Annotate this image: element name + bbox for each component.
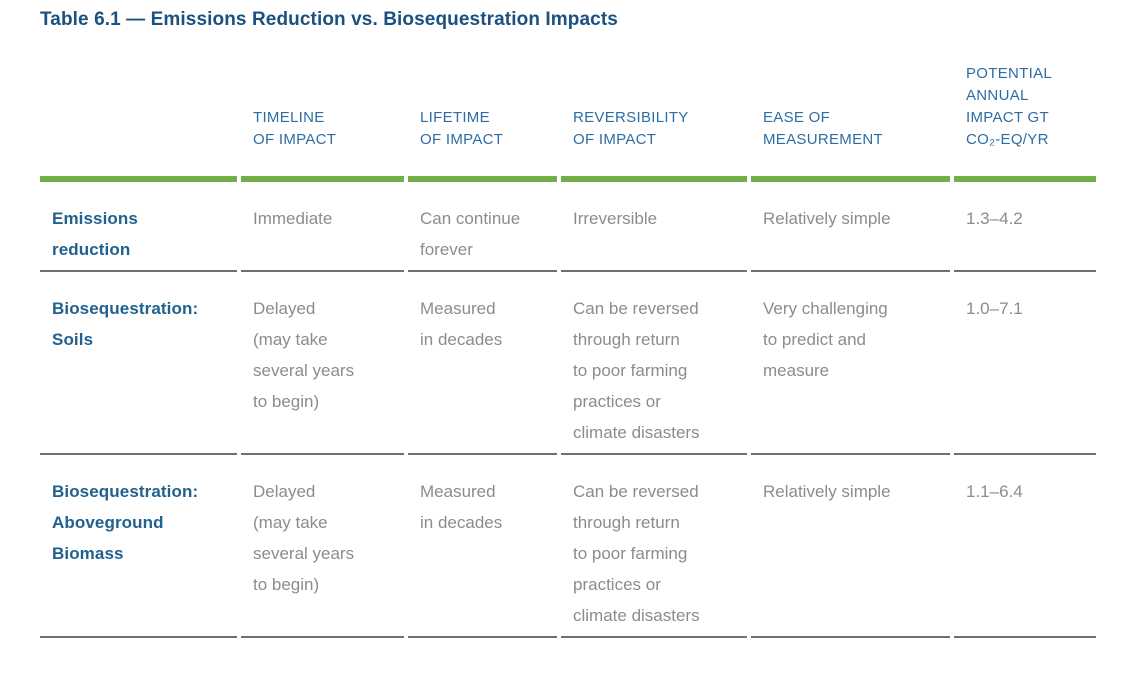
- table-cell-lifetime: Measured in decades: [408, 272, 557, 455]
- table-cell-reversibility: Can be reversed through return to poor f…: [561, 455, 747, 638]
- impacts-table: TIMELINE OF IMPACT LIFETIME OF IMPACT RE…: [36, 35, 1100, 638]
- column-header-ease-of-measurement: EASE OF MEASUREMENT: [751, 35, 950, 182]
- table-row-emissions-reduction: Emissions reduction Immediate Can contin…: [40, 182, 1096, 272]
- table-cell-impact-range: 1.0–7.1: [954, 272, 1096, 455]
- table-cell-timeline: Delayed (may take several years to begin…: [241, 455, 404, 638]
- table-cell-lifetime: Can continue forever: [408, 182, 557, 272]
- table-cell-timeline: Delayed (may take several years to begin…: [241, 272, 404, 455]
- table-cell-ease: Relatively simple: [751, 455, 950, 638]
- table-cell-ease: Very challenging to predict and measure: [751, 272, 950, 455]
- column-header-timeline: TIMELINE OF IMPACT: [241, 35, 404, 182]
- table-row-biosequestration-soils: Biosequestration: Soils Delayed (may tak…: [40, 272, 1096, 455]
- table-cell-reversibility: Irreversible: [561, 182, 747, 272]
- table-cell-impact-range: 1.1–6.4: [954, 455, 1096, 638]
- row-label: Biosequestration: Soils: [40, 272, 237, 455]
- column-header-lifetime: LIFETIME OF IMPACT: [408, 35, 557, 182]
- row-label: Biosequestration: Aboveground Biomass: [40, 455, 237, 638]
- column-header-potential-annual-impact: POTENTIAL ANNUAL IMPACT GT CO₂-EQ/YR: [954, 35, 1096, 182]
- table-title: Table 6.1 — Emissions Reduction vs. Bios…: [40, 9, 618, 30]
- column-header-reversibility: REVERSIBILITY OF IMPACT: [561, 35, 747, 182]
- column-header-blank: [40, 35, 237, 182]
- table-cell-timeline: Immediate: [241, 182, 404, 272]
- header-row: TIMELINE OF IMPACT LIFETIME OF IMPACT RE…: [40, 35, 1096, 182]
- table-cell-lifetime: Measured in decades: [408, 455, 557, 638]
- table-row-biosequestration-aboveground-biomass: Biosequestration: Aboveground Biomass De…: [40, 455, 1096, 638]
- table-cell-impact-range: 1.3–4.2: [954, 182, 1096, 272]
- table-cell-ease: Relatively simple: [751, 182, 950, 272]
- row-label: Emissions reduction: [40, 182, 237, 272]
- table-cell-reversibility: Can be reversed through return to poor f…: [561, 272, 747, 455]
